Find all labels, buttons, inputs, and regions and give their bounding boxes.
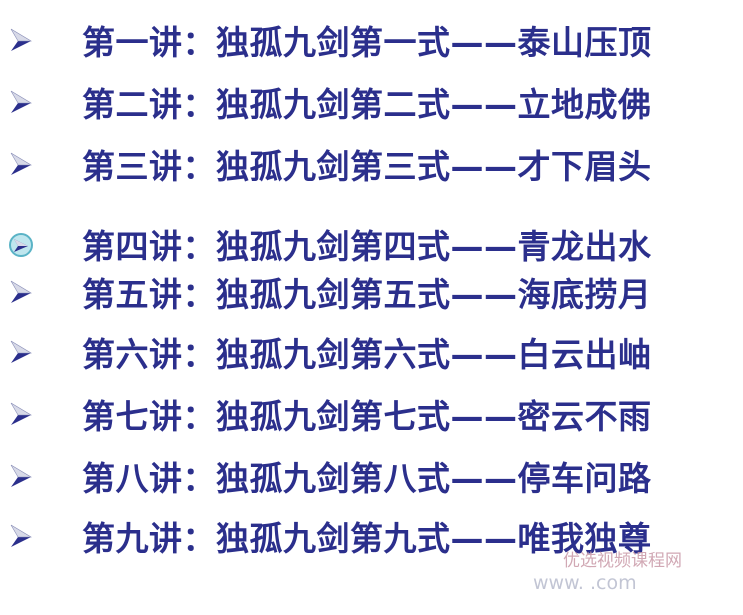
lecture-title: 第九讲：独孤九剑第九式——唯我独尊 — [82, 519, 652, 558]
lecture-title: 第七讲：独孤九剑第七式——密云不雨 — [82, 397, 652, 436]
lecture-title: 第一讲：独孤九剑第一式——泰山压顶 — [82, 23, 652, 62]
arrow-bullet-icon — [6, 461, 36, 491]
arrow-bullet-icon — [6, 521, 36, 551]
arrow-bullet-icon — [6, 87, 36, 117]
arrow-bullet-icon — [6, 149, 36, 179]
lecture-item-1[interactable]: 第一讲：独孤九剑第一式——泰山压顶 — [0, 10, 743, 70]
lecture-item-9[interactable]: 第九讲：独孤九剑第九式——唯我独尊 — [0, 506, 743, 566]
lecture-title: 第六讲：独孤九剑第六式——白云出岫 — [82, 335, 652, 374]
lecture-item-2[interactable]: 第二讲：独孤九剑第二式——立地成佛 — [0, 72, 743, 132]
lecture-item-3[interactable]: 第三讲：独孤九剑第三式——才下眉头 — [0, 134, 743, 194]
lecture-item-5[interactable]: 第五讲：独孤九剑第五式——海底捞月 — [0, 262, 743, 322]
lecture-item-4[interactable]: 第四讲：独孤九剑第四式——青龙出水 — [0, 214, 743, 274]
arrow-bullet-icon — [6, 277, 36, 307]
arrow-bullet-icon — [6, 399, 36, 429]
lecture-item-7[interactable]: 第七讲：独孤九剑第七式——密云不雨 — [0, 384, 743, 444]
watermark-site-name: 优选视频课程网 — [563, 551, 682, 571]
lecture-title: 第五讲：独孤九剑第五式——海底捞月 — [82, 275, 652, 314]
lecture-item-8[interactable]: 第八讲：独孤九剑第八式——停车问路 — [0, 446, 743, 506]
lecture-item-6[interactable]: 第六讲：独孤九剑第六式——白云出岫 — [0, 322, 743, 382]
lecture-title: 第四讲：独孤九剑第四式——青龙出水 — [82, 227, 652, 266]
lecture-title: 第八讲：独孤九剑第八式——停车问路 — [82, 459, 652, 498]
arrow-bullet-icon — [6, 337, 36, 367]
arrow-bullet-icon — [6, 25, 36, 55]
watermark-url: www. .com — [533, 572, 637, 594]
lecture-title: 第三讲：独孤九剑第三式——才下眉头 — [82, 147, 652, 186]
lecture-title: 第二讲：独孤九剑第二式——立地成佛 — [82, 85, 652, 124]
cursor-highlight-icon — [6, 229, 36, 259]
